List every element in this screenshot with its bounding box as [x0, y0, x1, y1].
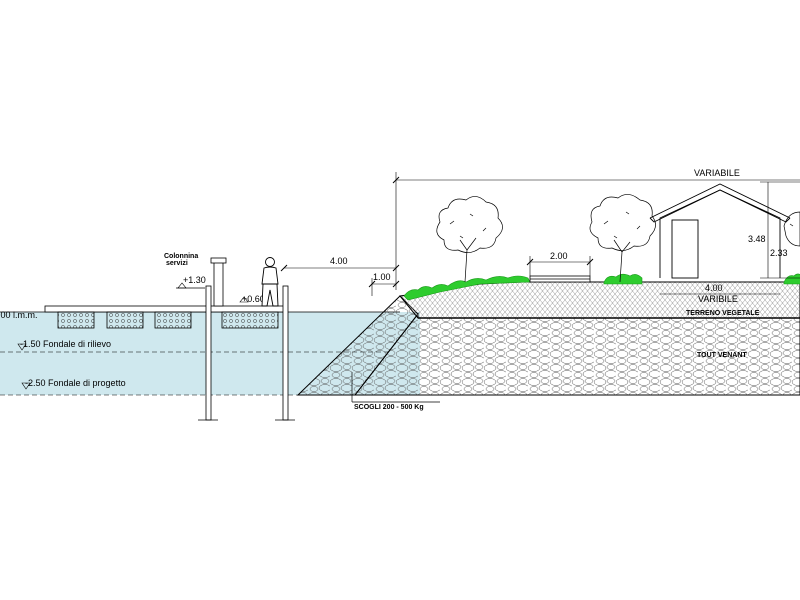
dim-200: 2.00: [550, 251, 568, 261]
servizi-label: servizi: [166, 260, 188, 267]
colonnina-label: Colonnina: [164, 253, 198, 260]
pile-right: [282, 285, 289, 421]
tree-right: [783, 211, 800, 247]
dim-100: 1.00: [373, 272, 391, 282]
float-4: [221, 311, 279, 329]
pontoon-deck: [44, 305, 286, 313]
dim-400-left: 4.00: [330, 256, 348, 266]
float-2: [106, 311, 144, 329]
pile-left: [205, 285, 212, 421]
float-1: [57, 311, 95, 329]
dim-233: 2.33: [770, 248, 788, 258]
dim-varibile: VARIBILE: [698, 294, 738, 304]
fondale-rilievo-marker: [17, 343, 27, 351]
lmm-label: .00 l.m.m.: [0, 310, 38, 320]
grass-patch-1: [603, 273, 643, 285]
tree-middle: [589, 194, 656, 283]
dim-400-right: 4.00: [705, 283, 723, 293]
fondale-progetto-marker: [21, 382, 31, 390]
tree-left: [436, 196, 503, 283]
fondale-rilievo-label: -1.50 Fondale di rilievo: [20, 339, 111, 349]
colonnina-servizi: [213, 259, 224, 307]
person-figure: [261, 257, 279, 307]
fondale-progetto-label: -2.50 Fondale di progetto: [25, 378, 126, 388]
house-door: [671, 219, 699, 279]
house: [649, 183, 791, 279]
dim-variabile: VARIABILE: [694, 168, 740, 178]
scogli-label: SCOGLI 200 - 500 Kg: [354, 404, 424, 411]
grass-embankment: [403, 275, 531, 301]
elevation-060: +0.60: [242, 294, 265, 304]
float-3: [154, 311, 192, 329]
dimension-lines: [284, 172, 800, 296]
dim-348: 3.48: [748, 234, 766, 244]
grass-patch-2: [783, 273, 800, 285]
elevation-130: +1.30: [183, 275, 206, 285]
tout-venant-label: TOUT VENANT: [697, 352, 747, 359]
terreno-vegetale-label: TERRENO VEGETALE: [686, 310, 760, 317]
